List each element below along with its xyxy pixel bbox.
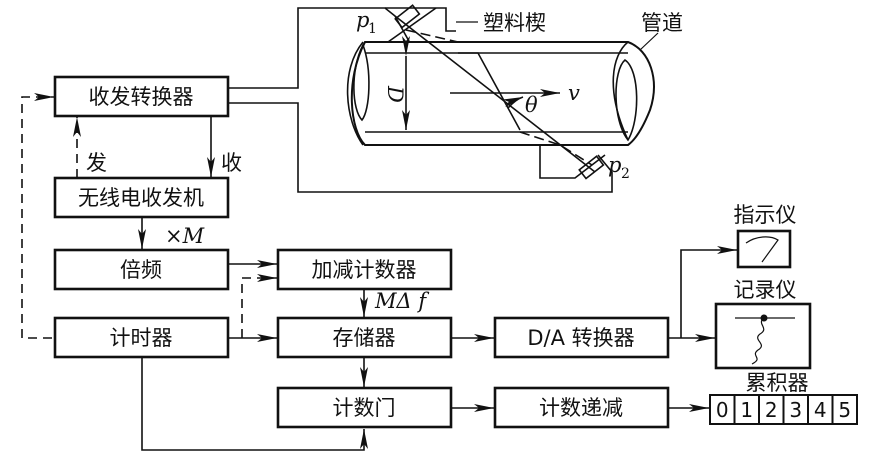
block-count-down: 计数递减 xyxy=(493,386,670,429)
wire-to-p1 xyxy=(228,7,396,89)
accumulator-cell xyxy=(709,394,736,425)
accumulator-digit: 2 xyxy=(765,398,778,422)
transducer-p1 xyxy=(394,4,421,29)
block-multiplier: 倍频 xyxy=(53,248,230,291)
svg-text:D/A 转换器: D/A 转换器 xyxy=(527,326,634,350)
svg-text:计数门: 计数门 xyxy=(333,396,396,420)
accumulator-digit: 0 xyxy=(716,398,729,422)
block-da-converter: D/A 转换器 xyxy=(493,316,670,359)
recorder: 记录仪 xyxy=(714,278,812,370)
svg-text:2: 2 xyxy=(621,166,630,182)
wire-to-p2 xyxy=(228,102,613,193)
svg-text:无线电收发机: 无线电收发机 xyxy=(78,186,204,210)
accumulator-cell xyxy=(831,394,858,425)
block-count-gate: 计数门 xyxy=(276,386,453,429)
svg-text:加减计数器: 加减计数器 xyxy=(312,258,417,282)
m-delta-f-label: MΔ f xyxy=(374,289,429,313)
angle-arc xyxy=(502,96,524,109)
block-transceiver-switch: 收发转换器 xyxy=(53,75,230,118)
da-to-indicator-arrow xyxy=(680,246,737,338)
accumulator-cell xyxy=(807,394,834,425)
accumulator-digit: 1 xyxy=(740,398,753,422)
block-timer: 计时器 xyxy=(53,316,230,359)
indicator: 指示仪 xyxy=(734,203,797,269)
pipe-label: 管道 xyxy=(641,11,683,35)
plastic-wedge-lower xyxy=(539,145,606,179)
timer-to-counter-dashed xyxy=(241,274,277,338)
connections: 收 发 ×M MΔ f xyxy=(21,93,737,451)
timer-to-switch-dashed xyxy=(21,93,54,339)
recorder-trace-icon xyxy=(751,317,765,365)
angle-label: θ xyxy=(525,93,538,117)
accumulator-label: 累积器 xyxy=(746,371,809,395)
block-memory: 存储器 xyxy=(276,316,453,359)
accumulator-digit: 5 xyxy=(838,398,851,422)
svg-text:收发转换器: 收发转换器 xyxy=(89,85,194,109)
timer-to-gate-arrow xyxy=(141,358,368,451)
gauge-needle-icon xyxy=(745,236,779,263)
accumulator-digit: 4 xyxy=(814,398,827,422)
accumulator-cell xyxy=(733,394,760,425)
times-m-label: ×M xyxy=(165,224,205,248)
svg-text:1: 1 xyxy=(368,21,377,37)
p2-label: p xyxy=(608,153,621,177)
accumulator-digit: 3 xyxy=(789,398,802,422)
svg-text:倍频: 倍频 xyxy=(120,258,162,282)
pipe-right-opening xyxy=(615,59,638,142)
svg-text:计时器: 计时器 xyxy=(110,326,173,350)
send-label: 发 xyxy=(86,151,107,175)
transducer-p2 xyxy=(578,155,605,180)
svg-text:计数递减: 计数递减 xyxy=(539,396,623,420)
pipe-left-opening xyxy=(353,43,370,122)
p1-label: p xyxy=(356,8,369,32)
plastic-wedge-label: 塑料楔 xyxy=(483,11,546,35)
svg-text:存储器: 存储器 xyxy=(333,326,396,350)
indicator-label: 指示仪 xyxy=(734,203,797,227)
recorder-label: 记录仪 xyxy=(734,278,797,302)
pipe-assembly: p 1 p 2 塑料楔 管道 D v θ xyxy=(228,4,683,193)
block-updown-counter: 加减计数器 xyxy=(276,248,453,291)
block-radio-transceiver: 无线电收发机 xyxy=(53,176,230,219)
diameter-label: D xyxy=(383,85,407,103)
velocity-label: v xyxy=(568,81,580,105)
receive-label: 收 xyxy=(221,151,242,175)
